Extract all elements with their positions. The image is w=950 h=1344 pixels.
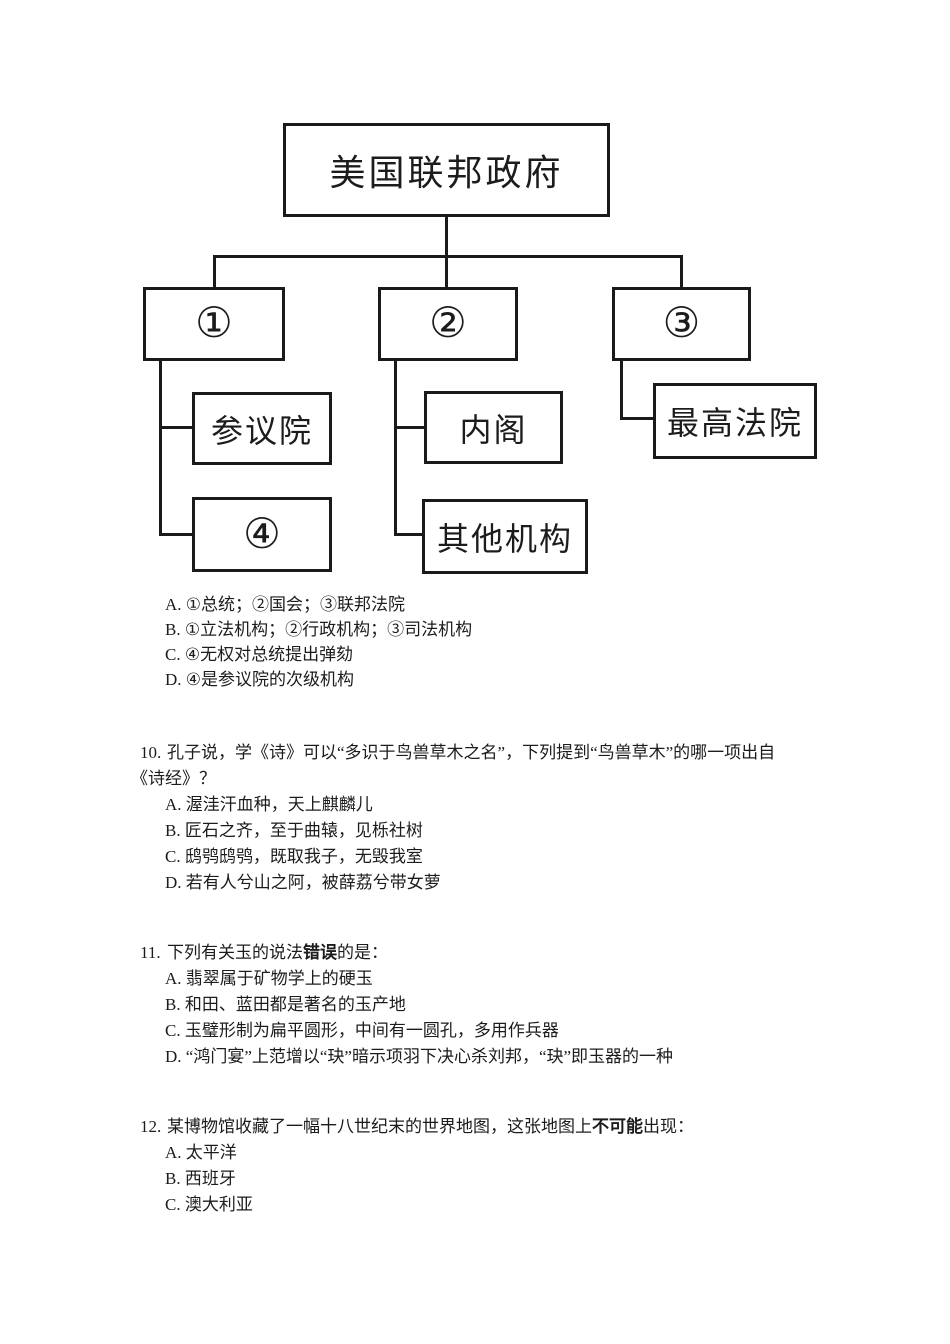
org-box-branch-2: ② <box>378 287 518 361</box>
connector-branch2-cabinet <box>394 426 424 429</box>
connector-drop-branch3 <box>680 255 683 287</box>
connector-branch1-trunk <box>159 361 162 536</box>
org-box-branch-3: ③ <box>612 287 751 361</box>
connector-branch3-court <box>620 417 655 420</box>
connector-horizontal-bus <box>213 255 683 258</box>
question-10-stem-line-1: 10.孔子说，学《诗》可以“多识于鸟兽草木之名”，下列提到“鸟兽草木”的哪一项出… <box>140 740 775 766</box>
question-9-option-d: D. ④是参议院的次级机构 <box>165 670 355 689</box>
branch-3-number: ③ <box>662 301 701 347</box>
org-box-branch-1: ① <box>143 287 285 361</box>
org-chart-diagram: 美国联邦政府 ① ② ③ 参议院 ④ 内阁 其他机构 最高法院 <box>0 0 950 585</box>
connector-drop-branch1 <box>213 255 216 287</box>
question-11-option-b: B. 和田、蓝田都是著名的玉产地 <box>165 995 406 1014</box>
org-box-4: ④ <box>192 497 332 572</box>
question-9-option-a: A. ①总统；②国会；③联邦法院 <box>165 595 406 614</box>
other-agencies-label: 其他机构 <box>436 520 573 557</box>
org-box-senate: 参议院 <box>192 392 332 465</box>
org-box-supreme-court: 最高法院 <box>653 383 817 459</box>
question-10: 10.孔子说，学《诗》可以“多识于鸟兽草木之名”，下列提到“鸟兽草木”的哪一项出… <box>131 740 775 896</box>
question-9-option-b: B. ①立法机构；②行政机构；③司法机构 <box>165 620 473 639</box>
question-11-stem: 11.下列有关玉的说法错误的是： <box>140 940 673 966</box>
branch-1-number: ① <box>195 301 233 347</box>
senate-label: 参议院 <box>210 412 313 449</box>
question-11-number: 11. <box>140 943 161 962</box>
question-11-options: A. 翡翠属于矿物学上的硬玉 B. 和田、蓝田都是著名的玉产地 C. 玉璧形制为… <box>165 966 673 1070</box>
connector-root-drop <box>445 217 448 257</box>
question-10-stem-line-2: 《诗经》？ <box>131 769 216 788</box>
question-10-option-c: C. 鸱鸮鸱鸮，既取我子，无毁我室 <box>165 847 423 866</box>
question-12: 12.某博物馆收藏了一幅十八世纪末的世界地图，这张地图上不可能出现： A. 太平… <box>140 1114 694 1218</box>
connector-branch3-trunk <box>620 361 623 420</box>
federal-government-label: 美国联邦政府 <box>329 153 564 193</box>
question-9-options: A. ①总统；②国会；③联邦法院 B. ①立法机构；②行政机构；③司法机构 C.… <box>165 592 472 692</box>
question-10-options: A. 渥洼汗血种，天上麒麟儿 B. 匠石之齐，至于曲辕，见栎社树 C. 鸱鸮鸱鸮… <box>165 792 775 896</box>
connector-branch1-box4 <box>159 533 192 536</box>
branch-2-number: ② <box>429 301 467 347</box>
question-10-number: 10. <box>140 743 162 762</box>
connector-branch2-trunk <box>394 361 397 536</box>
box-4-number: ④ <box>243 511 281 558</box>
org-box-other-agencies: 其他机构 <box>422 499 588 574</box>
connector-drop-branch2 <box>445 255 448 287</box>
org-box-cabinet: 内阁 <box>424 391 563 464</box>
question-11: 11.下列有关玉的说法错误的是： A. 翡翠属于矿物学上的硬玉 B. 和田、蓝田… <box>140 940 673 1070</box>
cabinet-label: 内阁 <box>459 411 528 448</box>
question-12-option-b: B. 西班牙 <box>165 1169 236 1188</box>
question-10-option-b: B. 匠石之齐，至于曲辕，见栎社树 <box>165 821 423 840</box>
question-12-stem-bold: 不可能 <box>592 1117 643 1136</box>
supreme-court-label: 最高法院 <box>666 405 803 441</box>
question-11-option-a: A. 翡翠属于矿物学上的硬玉 <box>165 969 373 988</box>
question-12-option-c: C. 澳大利亚 <box>165 1195 253 1214</box>
question-12-number: 12. <box>140 1117 162 1136</box>
question-11-stem-bold: 错误 <box>303 943 337 962</box>
connector-branch2-other <box>394 533 424 536</box>
question-12-options: A. 太平洋 B. 西班牙 C. 澳大利亚 <box>165 1140 694 1218</box>
connector-branch1-senate <box>159 426 192 429</box>
org-box-federal-government: 美国联邦政府 <box>283 123 610 217</box>
question-10-option-a: A. 渥洼汗血种，天上麒麟儿 <box>165 795 373 814</box>
question-11-option-d: D. “鸿门宴”上范增以“玦”暗示项羽下决心杀刘邦，“玦”即玉器的一种 <box>165 1047 674 1066</box>
question-10-option-d: D. 若有人兮山之阿，被薛荔兮带女萝 <box>165 873 441 892</box>
question-9-option-c: C. ④无权对总统提出弹劾 <box>165 645 354 664</box>
question-11-option-c: C. 玉璧形制为扁平圆形，中间有一圆孔，多用作兵器 <box>165 1021 559 1040</box>
question-12-option-a: A. 太平洋 <box>165 1143 237 1162</box>
question-12-stem: 12.某博物馆收藏了一幅十八世纪末的世界地图，这张地图上不可能出现： <box>140 1114 694 1140</box>
